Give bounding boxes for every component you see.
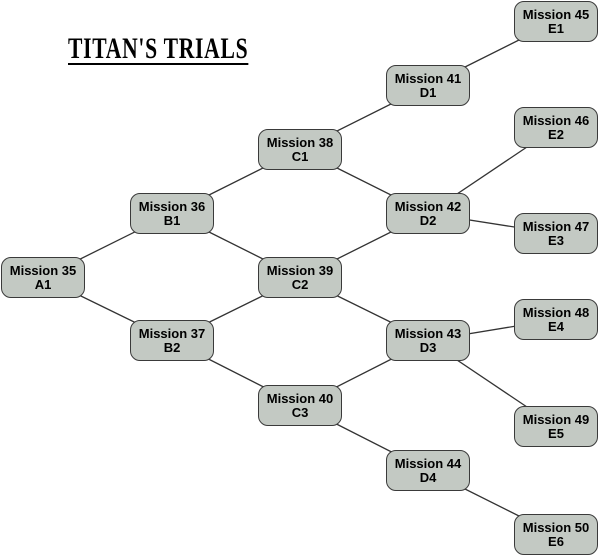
mission-label: Mission 42 — [394, 198, 462, 214]
mission-code: E6 — [548, 533, 564, 549]
mission-label: Mission 43 — [394, 325, 462, 341]
mission-code: E1 — [548, 20, 564, 36]
diagram-title: TITAN'S TRIALS — [68, 32, 249, 65]
mission-label: Mission 35 — [9, 262, 77, 278]
mission-label: Mission 44 — [394, 455, 462, 471]
mission-code: E3 — [548, 232, 564, 248]
mission-code: D2 — [419, 212, 437, 228]
mission-code: D4 — [419, 469, 437, 485]
mission-label: Mission 45 — [522, 6, 590, 22]
mission-code: C2 — [291, 276, 309, 292]
mission-code: C3 — [291, 404, 309, 420]
mission-label: Mission 47 — [522, 218, 590, 234]
mission-code: C1 — [291, 148, 309, 164]
mission-label: Mission 46 — [522, 112, 590, 128]
mission-code: E4 — [548, 318, 564, 334]
mission-code: D3 — [419, 339, 437, 355]
mission-label: Mission 50 — [522, 519, 590, 535]
mission-code: B2 — [163, 339, 181, 355]
mission-code: E5 — [548, 425, 564, 441]
mission-label: Mission 40 — [266, 390, 334, 406]
mission-label: Mission 36 — [138, 198, 206, 214]
mission-code: A1 — [34, 276, 52, 292]
mission-label: Mission 39 — [266, 262, 334, 278]
mission-code: D1 — [419, 84, 437, 100]
mission-code: B1 — [163, 212, 181, 228]
mission-code: E2 — [548, 126, 564, 142]
mission-label: Mission 41 — [394, 70, 462, 86]
mission-label: Mission 38 — [266, 134, 334, 150]
mission-label: Mission 49 — [522, 411, 590, 427]
mission-label: Mission 48 — [522, 304, 590, 320]
mission-label: Mission 37 — [138, 325, 206, 341]
